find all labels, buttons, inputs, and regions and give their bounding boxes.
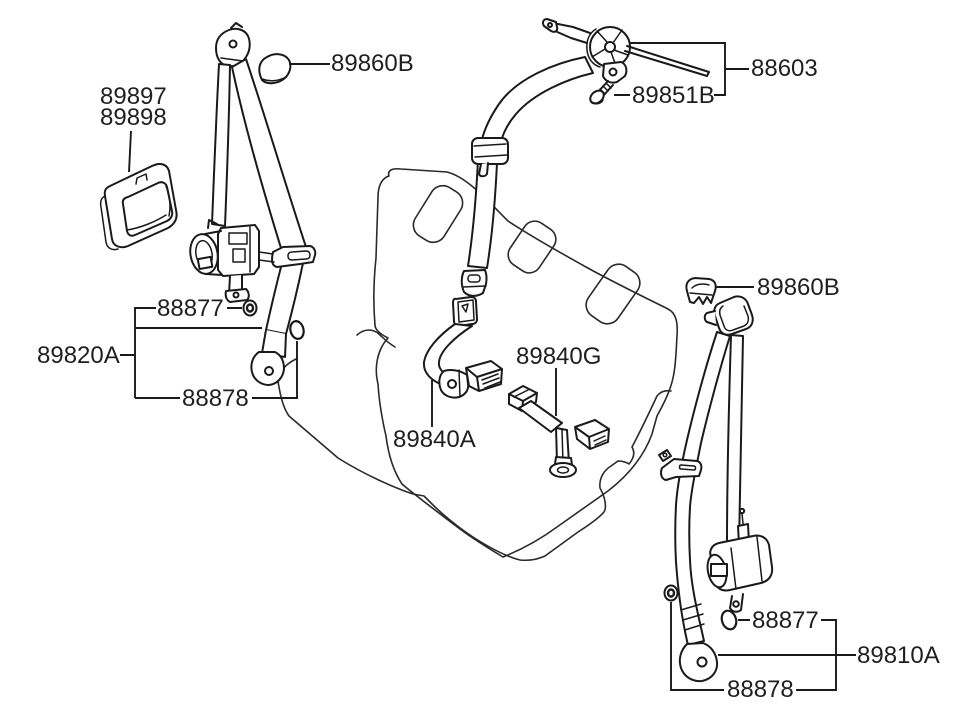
anchor-bolt-drawing: [589, 80, 614, 105]
center-belt-tongue: [460, 269, 488, 297]
retractor-torsion-rod: [624, 45, 710, 77]
front-seatbelt-assembly: [189, 22, 317, 386]
center-belt-slider: [471, 137, 509, 165]
part-label-89840a: 89840A: [393, 426, 476, 453]
bracket-89810a: [670, 602, 856, 691]
retractor-right: [706, 507, 774, 613]
stop-ring-right: [720, 609, 738, 631]
seat-cushion-pad-3: [585, 263, 641, 325]
bracket-89820a: [120, 307, 298, 399]
seat-cushion-pad-2: [507, 220, 557, 274]
bracket-88603: [614, 42, 749, 96]
part-label-88878-left: 88878: [182, 385, 249, 412]
buckle-connector-g: [574, 419, 610, 450]
part-label-89851b: 89851B: [632, 82, 715, 109]
part-label-89860b-right: 89860B: [757, 274, 840, 301]
retractor-spool-center: [589, 26, 631, 68]
anchor-cap-right: [685, 277, 717, 305]
seat-cushion-pad-1: [412, 184, 464, 244]
buckle-head-left: [438, 369, 470, 399]
belt-lower-anchor-left: [250, 351, 285, 386]
part-label-89810a: 89810A: [857, 642, 940, 669]
seat-cushion-front-outline: [277, 358, 672, 562]
part-label-89898: 89898: [100, 104, 167, 131]
belt-webbing-vertical-left: [211, 63, 231, 227]
buckle-anchor-foot-g: [549, 462, 577, 478]
leader-lines: [120, 42, 856, 691]
part-label-88603: 88603: [751, 55, 818, 82]
stop-ring-left: [289, 320, 305, 340]
center-retractor-pretensioner: [542, 18, 710, 84]
retractor-foot-left: [224, 288, 250, 303]
part-label-88877-right: 88877: [752, 607, 819, 634]
retractor-spool-left: [189, 233, 219, 275]
washer-grommet-left: [242, 299, 258, 317]
seat-fold-line: [356, 329, 396, 348]
belt-webbing-diagonal-right: [674, 331, 731, 646]
retractor-arm-paddle: [542, 18, 559, 33]
part-label-89820a: 89820A: [37, 342, 120, 369]
leader-pad: [128, 130, 132, 173]
seat-outline: [277, 167, 679, 562]
anchor-cap-left: [258, 53, 292, 85]
center-seatbelt-assembly: [460, 18, 710, 297]
belt-stitch-hatch-right: [680, 603, 705, 631]
belt-slot-bracket-left: [271, 245, 317, 268]
part-label-89860b-left: 89860B: [331, 50, 414, 77]
belt-guide-pad: [99, 162, 178, 251]
center-buckle-89840g: [508, 385, 610, 478]
part-label-89840g: 89840G: [516, 343, 602, 370]
center-buckle-89840a: [422, 296, 503, 399]
seat-backrest-outline: [373, 167, 679, 558]
part-label-89897: 89897: [100, 83, 167, 110]
part-label-88878-right: 88878: [727, 676, 794, 703]
belt-webbing-vertical-right: [726, 334, 744, 547]
buckle-head-right: [465, 360, 503, 392]
center-belt-webbing: [467, 56, 594, 269]
small-parts: [242, 299, 738, 631]
retractor-foot-center: [602, 61, 628, 84]
rear-seatbelt-assembly: [658, 277, 774, 683]
part-label-88877-left: 88877: [157, 295, 224, 322]
washer-grommet-right: [663, 584, 679, 602]
